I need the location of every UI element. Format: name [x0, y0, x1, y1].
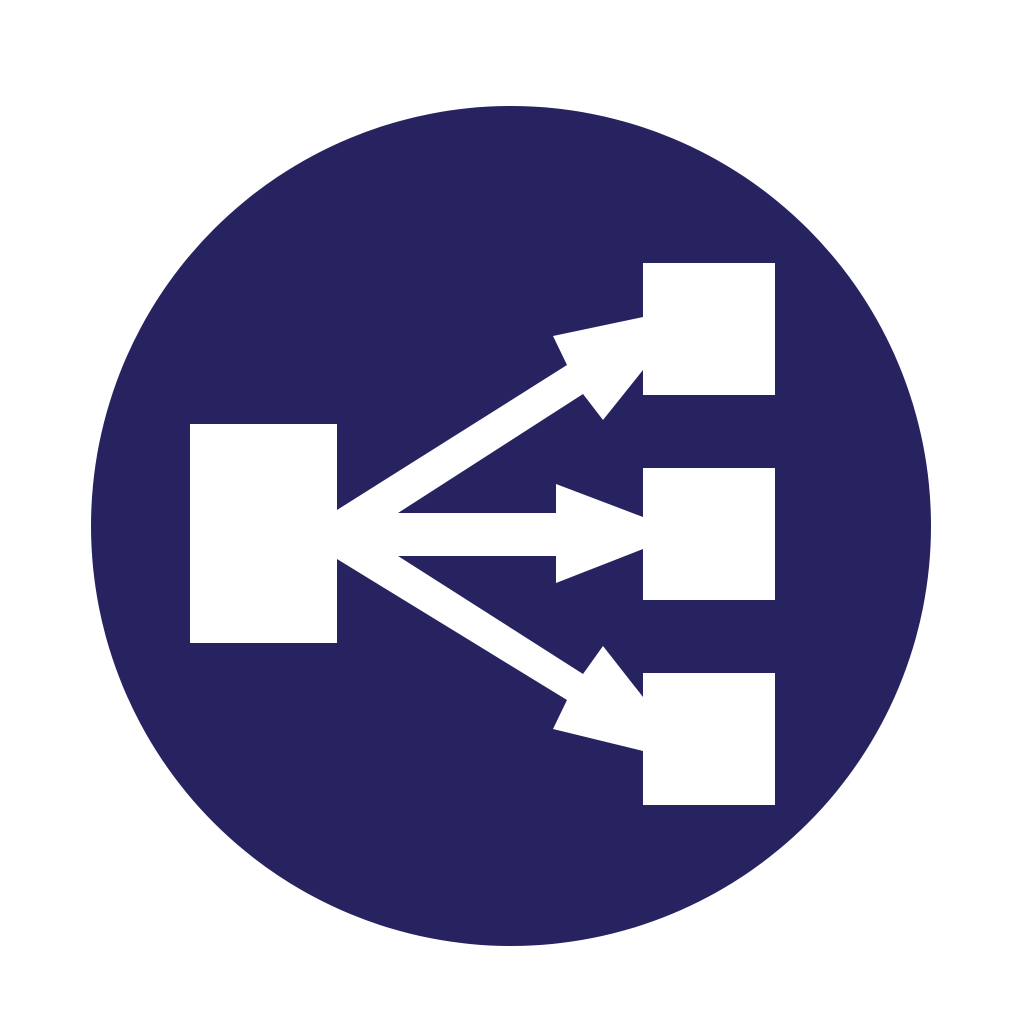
arrow-to-bottom — [337, 556, 643, 751]
arrow-to-middle — [337, 484, 643, 583]
target-node-top — [643, 263, 775, 395]
arrow-to-top — [337, 317, 643, 513]
source-node — [190, 424, 337, 643]
target-node-middle — [643, 468, 775, 600]
distribution-glyph — [190, 263, 775, 805]
target-node-bottom — [643, 673, 775, 805]
